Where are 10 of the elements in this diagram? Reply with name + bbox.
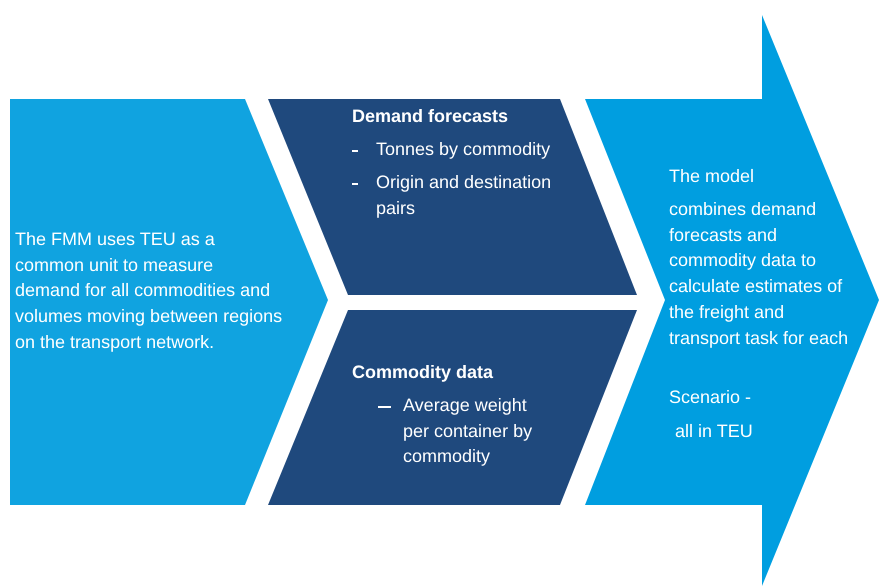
body-text: The model <box>669 165 756 188</box>
heading-text: Demand forecasts <box>352 105 510 128</box>
body-text: combines demand forecasts and commodity data to calculate estimates of the freight and transport task for each <box>669 198 850 350</box>
heading-text: Commodity data <box>352 361 494 384</box>
body-text: all in TEU <box>675 420 754 443</box>
bullet-text: Tonnes by commodity <box>376 138 552 161</box>
body-text: Scenario - <box>669 386 752 409</box>
bullet-text: Average weight per container by commodity <box>403 394 534 468</box>
bullet-text: Origin and destination pairs <box>376 171 552 220</box>
body-text: The FMM uses TEU as a common unit to measure demand for all commodities and volumes moving between regions on the transport network. <box>15 228 283 354</box>
